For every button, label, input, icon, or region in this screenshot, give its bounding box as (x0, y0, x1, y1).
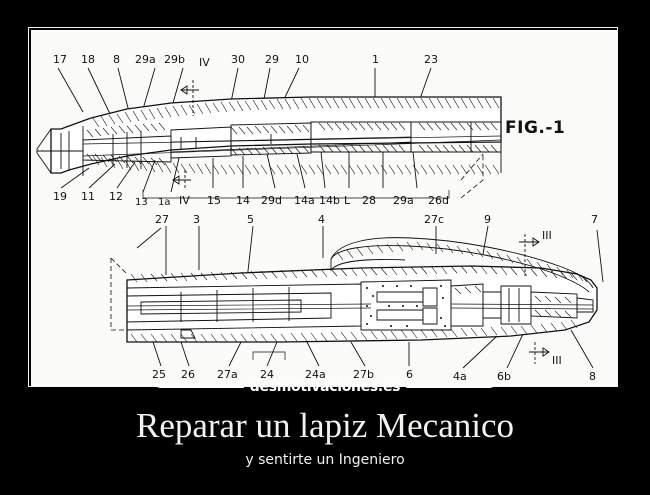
fig1-label: 15 (207, 194, 221, 207)
fig2-label: 6 (406, 368, 413, 381)
fig1-label: 18 (81, 53, 95, 66)
fig2-label: 3 (193, 213, 200, 226)
fig1-label: 1 (372, 53, 379, 66)
fig2-label: 9 (484, 213, 491, 226)
fig1-label: 30 (231, 53, 245, 66)
watermark-rule-left (153, 386, 244, 388)
fig2-label: 7 (591, 213, 598, 226)
fig2-label: 5 (247, 213, 254, 226)
fig1-label: 14b (319, 194, 340, 207)
fig1-label: 29 (265, 53, 279, 66)
watermark: desmotivaciones.es (0, 376, 650, 398)
fig2-label: 4 (318, 213, 325, 226)
fig2-label: III (552, 354, 562, 367)
fig1-label: 13 (135, 197, 148, 208)
fig1-label: 14a (294, 194, 315, 207)
poster-subtitle: y sentirte un Ingeniero (245, 452, 405, 468)
figure-caption: FIG.-1 (505, 118, 565, 138)
fig2-label: 25 (152, 368, 166, 381)
fig1-label: 29a (135, 53, 156, 66)
fig1-label: 28 (362, 194, 376, 207)
fig2-label: III (542, 229, 552, 242)
fig1-label: IV (179, 194, 190, 207)
fig1-label: IV (199, 56, 210, 69)
fig1-label: 11 (81, 190, 95, 203)
fig1-label: 26d (428, 194, 449, 207)
fig1-label: 29a (393, 194, 414, 207)
section-arrow-iii-bottom (529, 342, 550, 364)
poster-title: Reparar un lapiz Mecanico (135, 406, 514, 445)
fig1-label: 12 (109, 190, 123, 203)
fig2-label: 24a (305, 368, 326, 381)
fig1-label: 1a (158, 197, 171, 208)
patent-drawing-image: 17 18 8 29a 29b IV 30 29 10 1 23 19 11 1… (31, 30, 617, 386)
fig1-label: 29b (164, 53, 185, 66)
fig1-label: 23 (424, 53, 438, 66)
fig2-label: 4a (453, 370, 467, 383)
fig2-label: 27c (424, 213, 444, 226)
patent-drawing-svg: 17 18 8 29a 29b IV 30 29 10 1 23 19 11 1… (36, 53, 604, 383)
fig1-label: 19 (53, 190, 67, 203)
section-arrow-iii-top (519, 234, 540, 276)
fig2-label: 8 (589, 370, 596, 383)
fig1-label: 10 (295, 53, 309, 66)
watermark-text: desmotivaciones.es (249, 379, 401, 395)
fig1-label: 29d (261, 194, 282, 207)
fig2-label: 6b (497, 370, 511, 383)
fig1-label: 8 (113, 53, 120, 66)
fig2-label: 26 (181, 368, 195, 381)
watermark-rule-right (406, 386, 496, 388)
fig1-label: 17 (53, 53, 67, 66)
fig2-label: 24 (260, 368, 274, 381)
fig2-label: 27a (217, 368, 238, 381)
fig2-label: 27b (353, 368, 374, 381)
section-arrow-iv-bottom (172, 170, 191, 190)
fig2-label: 27 (155, 213, 169, 226)
fig2-group: 27 3 5 4 27c 9 III 7 25 26 27a 24 24a 27… (110, 213, 604, 383)
fig1-label: L (344, 194, 351, 207)
fig1-group: 17 18 8 29a 29b IV 30 29 10 1 23 19 11 1… (36, 53, 565, 208)
section-arrow-iv-top (180, 80, 199, 116)
fig1-label: 14 (236, 194, 250, 207)
